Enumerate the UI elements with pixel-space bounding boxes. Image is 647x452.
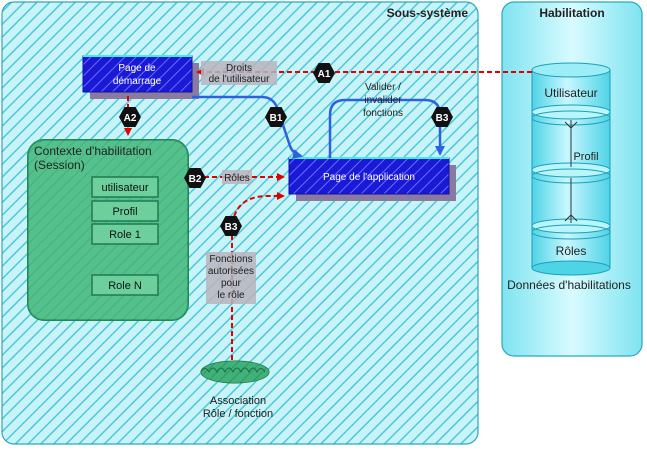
start-page-label-line2: démarrage: [113, 76, 162, 87]
subsystem-title: Sous-système: [387, 6, 469, 20]
db-roles-label: Rôles: [556, 244, 587, 258]
db-profile-label: Profil: [573, 151, 598, 163]
label-fonctions-line2: autorisées: [208, 266, 254, 277]
label-fonctions-line4: le rôle: [217, 290, 245, 301]
label-fonctions: Fonctions autorisées pour le rôle: [206, 252, 256, 304]
svg-text:B3: B3: [225, 222, 238, 233]
svg-text:A1: A1: [318, 69, 331, 80]
association-cloud: Association Rôle / fonction: [200, 360, 273, 420]
context-title-line1: Contexte d'habilitation: [34, 144, 152, 158]
authorization-title: Habilitation: [539, 6, 604, 20]
label-valider-line1: Valider /: [365, 82, 401, 93]
badge-b3-left: B3: [220, 216, 242, 236]
badge-b1: B1: [265, 107, 287, 127]
start-page-box: Page de démarrage: [82, 55, 199, 99]
context-item: Role N: [108, 280, 142, 292]
svg-text:B2: B2: [189, 174, 202, 185]
label-valider-line2: invalider: [364, 95, 402, 106]
svg-text:A2: A2: [124, 113, 137, 124]
context-item: Role 1: [109, 229, 141, 241]
db-caption: Données d'habilitations: [507, 278, 631, 292]
app-page-label: Page de l'application: [323, 172, 415, 183]
label-fonctions-line3: pour: [221, 278, 242, 289]
badge-b2: B2: [184, 168, 206, 188]
label-roles-arrow: Rôles: [222, 170, 252, 184]
association-label-line2: Rôle / fonction: [203, 408, 273, 420]
association-label-line1: Association: [210, 395, 266, 407]
label-valider: Valider / invalider fonctions: [363, 82, 403, 119]
authorization-database: Utilisateur Profil Rôles Données d'habil…: [507, 62, 631, 292]
context-title-line2: (Session): [34, 158, 85, 172]
label-droits-line2: de l'utilisateur: [209, 74, 271, 85]
label-roles-text: Rôles: [224, 173, 250, 184]
badge-a1: A1: [313, 63, 335, 83]
badge-a2: A2: [119, 107, 141, 127]
start-page-label-line1: Page de: [118, 63, 156, 74]
badge-b3-top: B3: [431, 107, 453, 127]
label-droits-line1: Droits: [226, 63, 252, 74]
context-item: utilisateur: [101, 182, 148, 194]
db-user-label: Utilisateur: [544, 86, 597, 100]
context-item: Profil: [112, 206, 137, 218]
svg-text:B3: B3: [436, 113, 449, 124]
label-droits: Droits de l'utilisateur: [201, 61, 277, 85]
label-valider-line3: fonctions: [363, 108, 403, 119]
label-fonctions-line1: Fonctions: [209, 254, 252, 265]
svg-text:B1: B1: [270, 113, 283, 124]
session-context: Contexte d'habilitation (Session) utilis…: [27, 139, 189, 321]
app-page-box: Page de l'application: [288, 157, 456, 201]
